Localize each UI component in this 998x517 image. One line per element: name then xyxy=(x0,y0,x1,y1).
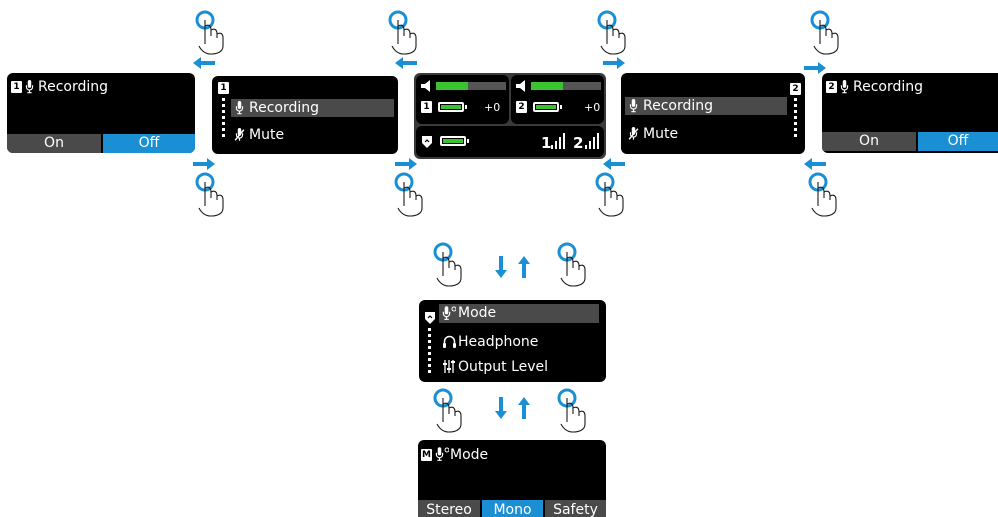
signal-label-2: 2 xyxy=(573,134,584,152)
mic-muted-icon xyxy=(234,128,245,142)
gain-ch1: +0 xyxy=(484,101,501,114)
arrow-right-icon xyxy=(395,158,417,170)
menu-item-mode[interactable]: Mode xyxy=(458,305,497,321)
option-off[interactable]: Off xyxy=(103,134,195,153)
mic-icon xyxy=(840,80,849,94)
arrow-left-icon xyxy=(193,57,215,69)
swipe-left-gesture-icon xyxy=(386,8,426,56)
arrow-right-icon xyxy=(193,158,215,170)
channel-badge-1: 1 xyxy=(421,101,432,113)
arrow-left-icon xyxy=(603,158,625,170)
mode-badge: M xyxy=(421,449,432,461)
channel-badge: 1 xyxy=(218,82,229,94)
tap-gesture-icon xyxy=(808,8,848,56)
option-off[interactable]: Off xyxy=(918,132,998,151)
arrow-down-icon xyxy=(495,256,507,278)
screen-title: Recording xyxy=(38,79,109,95)
channel-badge: 2 xyxy=(790,83,801,95)
screen-ch1-recording: 1 Recording On Off xyxy=(7,73,195,153)
scroll-indicator xyxy=(428,328,431,374)
gain-ch2: +0 xyxy=(584,101,601,114)
level-meter-ch1 xyxy=(436,82,506,90)
level-meter-ch2 xyxy=(531,82,601,90)
swipe-right-gesture-icon xyxy=(593,170,633,218)
receiver-shield-icon xyxy=(425,312,435,324)
speaker-icon xyxy=(516,80,525,92)
receiver-shield-icon xyxy=(422,136,432,148)
swipe-left-gesture-icon xyxy=(595,8,635,56)
swipe-down-gesture-icon xyxy=(555,240,595,288)
output-level-icon xyxy=(443,360,455,373)
mode-selector: Stereo Mono Safety xyxy=(418,500,606,517)
on-off-selector: On Off xyxy=(7,134,195,153)
menu-highlight xyxy=(439,304,599,323)
scroll-indicator xyxy=(794,98,797,138)
option-stereo[interactable]: Stereo xyxy=(418,500,480,517)
screen-ch2-recording: 2 Recording On Off xyxy=(822,73,998,153)
mic-icon xyxy=(235,101,244,115)
mode-mic-icon xyxy=(442,306,456,320)
menu-item-mute[interactable]: Mute xyxy=(643,126,679,142)
arrow-up-icon xyxy=(518,397,530,419)
tap-gesture-icon xyxy=(193,170,233,218)
on-off-selector: On Off xyxy=(822,132,998,151)
scroll-indicator xyxy=(222,98,225,138)
ch2-panel: 2 +0 xyxy=(511,75,604,124)
option-safety[interactable]: Safety xyxy=(545,500,606,517)
arrow-down-icon xyxy=(495,397,507,419)
menu-item-recording[interactable]: Recording xyxy=(249,100,320,116)
channel-badge-2: 2 xyxy=(516,101,527,113)
menu-item-recording[interactable]: Recording xyxy=(643,98,714,114)
screen-title: Recording xyxy=(853,79,924,95)
menu-highlight xyxy=(625,97,787,115)
mic-icon xyxy=(629,99,638,113)
option-on[interactable]: On xyxy=(822,132,916,151)
battery-icon-ch2 xyxy=(533,102,562,112)
arrow-up-icon xyxy=(518,256,530,278)
swipe-up-gesture-icon xyxy=(431,240,471,288)
screen-title: Mode xyxy=(450,447,489,463)
home-screen: 1 +0 2 +0 1 2 xyxy=(414,73,606,159)
menu-item-output-level[interactable]: Output Level xyxy=(458,359,549,375)
swipe-right-gesture-icon xyxy=(392,170,432,218)
menu-highlight xyxy=(231,99,394,117)
tap-gesture-icon xyxy=(431,386,471,434)
menu-ch1: 1 Recording Mute xyxy=(212,76,398,154)
mic-icon xyxy=(25,80,34,94)
receiver-panel: 1 2 xyxy=(416,126,604,157)
signal-bars-icon xyxy=(551,133,565,149)
swipe-down-gesture-icon xyxy=(555,386,595,434)
channel-badge: 1 xyxy=(11,81,22,93)
mic-muted-icon xyxy=(628,127,639,141)
arrow-left-icon xyxy=(395,57,417,69)
battery-icon-receiver xyxy=(440,136,469,146)
main-menu: Mode Headphone Output Level xyxy=(419,300,606,382)
tap-gesture-icon xyxy=(193,8,233,56)
ch1-panel: 1 +0 xyxy=(416,75,509,124)
arrow-right-icon xyxy=(804,62,826,74)
option-mono[interactable]: Mono xyxy=(482,500,543,517)
channel-badge: 2 xyxy=(826,81,837,93)
headphone-icon xyxy=(443,335,456,348)
speaker-icon xyxy=(421,80,430,92)
menu-item-mute[interactable]: Mute xyxy=(249,127,285,143)
signal-bars-icon xyxy=(585,133,599,149)
tap-gesture-icon xyxy=(806,170,846,218)
menu-ch2: 2 Recording Mute xyxy=(621,73,805,154)
menu-item-headphone[interactable]: Headphone xyxy=(458,334,539,350)
mode-mic-icon xyxy=(435,447,449,461)
arrow-left-icon xyxy=(804,158,826,170)
option-on[interactable]: On xyxy=(7,134,101,153)
arrow-right-icon xyxy=(603,57,625,69)
mode-screen: M Mode Stereo Mono Safety xyxy=(418,440,606,517)
battery-icon-ch1 xyxy=(438,102,467,112)
signal-label-1: 1 xyxy=(541,134,552,152)
